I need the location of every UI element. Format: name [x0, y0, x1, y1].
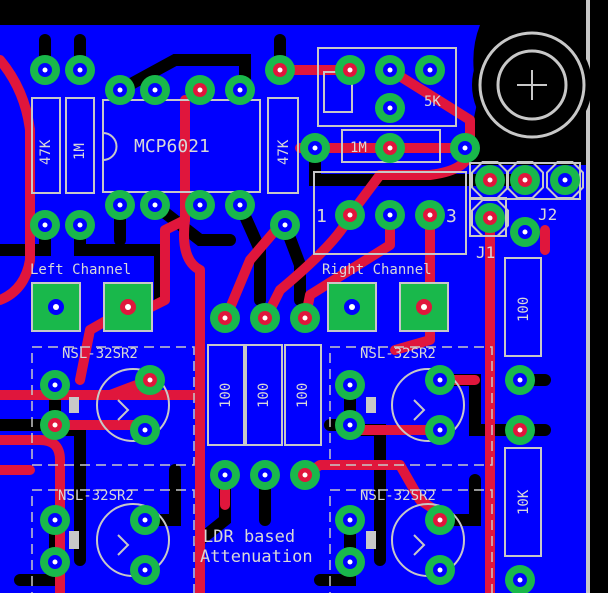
- pad: [130, 555, 160, 585]
- resistor-100-a-label: 100: [218, 383, 234, 408]
- pad: [335, 547, 365, 577]
- pad: [225, 190, 255, 220]
- pad: [250, 303, 280, 333]
- connector-pin3-label: 3: [446, 206, 457, 227]
- ldr-attenuation-line2: Attenuation: [200, 547, 313, 567]
- pad: [550, 165, 580, 195]
- pad: [265, 55, 295, 85]
- pad: [415, 55, 445, 85]
- pad: [185, 75, 215, 105]
- pad: [335, 55, 365, 85]
- resistor-47k-b-label: 47K: [276, 139, 292, 165]
- silkscreen-outlines: [31, 47, 581, 557]
- pad: [290, 460, 320, 490]
- pad: [335, 505, 365, 535]
- pad: [425, 555, 455, 585]
- pad: [290, 303, 320, 333]
- pad: [105, 75, 135, 105]
- pad: [415, 200, 445, 230]
- pot-5k-label: 5K: [424, 94, 441, 110]
- pad: [505, 365, 535, 395]
- pad: [105, 190, 135, 220]
- pad: [505, 565, 535, 593]
- pad: [270, 210, 300, 240]
- nsl-4-label: NSL-32SR2: [360, 488, 436, 504]
- connector-pin1-label: 1: [316, 206, 327, 227]
- pad: [250, 460, 280, 490]
- pad: [130, 415, 160, 445]
- pad: [475, 165, 505, 195]
- ldr-outlines: [31, 346, 493, 593]
- terminal-left-b: [103, 282, 153, 332]
- pad: [475, 203, 505, 233]
- pad: [210, 303, 240, 333]
- pad: [185, 190, 215, 220]
- pad: [65, 210, 95, 240]
- header-pad-outline: [546, 161, 584, 199]
- silk-details: [69, 397, 426, 556]
- header-pad-outline: [506, 161, 544, 199]
- pad: [40, 410, 70, 440]
- pad: [425, 505, 455, 535]
- pad: [505, 415, 535, 445]
- pad: [65, 55, 95, 85]
- right-channel-label: Right Channel: [322, 262, 432, 278]
- resistor-100-d-label: 100: [516, 297, 532, 322]
- pad: [40, 547, 70, 577]
- pad: [40, 370, 70, 400]
- nsl-3-label: NSL-32SR2: [360, 346, 436, 362]
- ldr-attenuation-line1: LDR based: [203, 527, 295, 547]
- pad: [425, 415, 455, 445]
- pad: [510, 165, 540, 195]
- nsl-2-label: NSL-32SR2: [58, 488, 134, 504]
- resistor-100-c-label: 100: [295, 383, 311, 408]
- pad: [510, 217, 540, 247]
- resistor-100-b-label: 100: [256, 383, 272, 408]
- pad: [450, 133, 480, 163]
- pad: [30, 210, 60, 240]
- pad: [140, 75, 170, 105]
- resistor-47k-a-label: 47K: [38, 139, 54, 165]
- pad: [135, 365, 165, 395]
- pad: [375, 200, 405, 230]
- pad: [140, 190, 170, 220]
- pad: [335, 200, 365, 230]
- pad: [375, 55, 405, 85]
- resistor-1m-a-label: 1M: [72, 143, 88, 160]
- mcp6021-label: MCP6021: [134, 136, 210, 157]
- pad: [335, 410, 365, 440]
- board-outline-right: [586, 0, 590, 593]
- terminal-right-b: [399, 282, 449, 332]
- audio-terminal-pads: [31, 282, 449, 332]
- pad: [300, 133, 330, 163]
- pad: [375, 93, 405, 123]
- through-hole-pads: [30, 55, 584, 593]
- header-pad-outline: [471, 161, 509, 199]
- pad: [40, 505, 70, 535]
- pad: [335, 370, 365, 400]
- left-channel-label: Left Channel: [30, 262, 131, 278]
- terminal-right-a: [327, 282, 377, 332]
- pad: [425, 365, 455, 395]
- terminal-left-a: [31, 282, 81, 332]
- pad: [130, 505, 160, 535]
- resistor-1m-b-label: 1M: [350, 140, 367, 156]
- pad: [30, 55, 60, 85]
- nsl-1-label: NSL-32SR2: [62, 346, 138, 362]
- pad: [210, 460, 240, 490]
- j1-label: J1: [476, 243, 495, 262]
- pad: [375, 133, 405, 163]
- resistor-10k-label: 10K: [516, 489, 532, 515]
- j2-label: J2: [538, 205, 557, 224]
- mounting-hole: [472, 25, 592, 145]
- pad: [225, 75, 255, 105]
- header-pad-outline: [471, 199, 509, 237]
